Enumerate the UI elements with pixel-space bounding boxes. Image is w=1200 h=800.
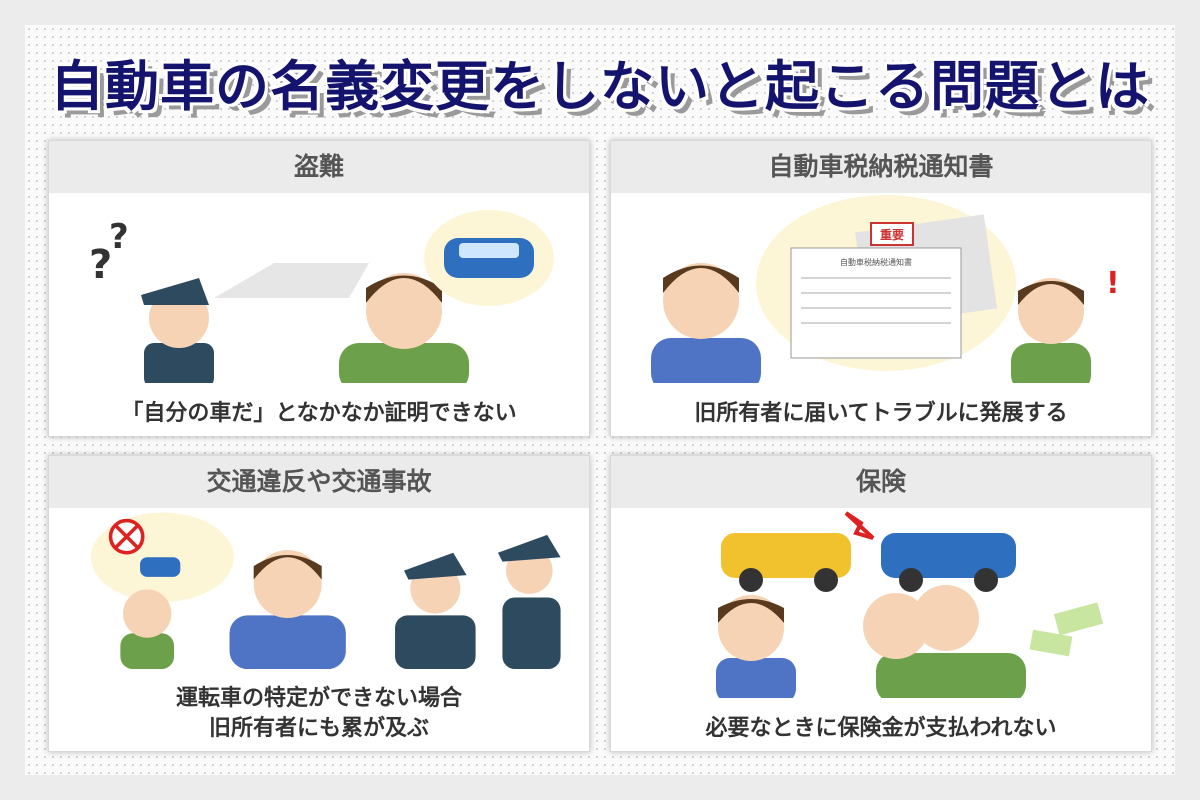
traffic-illustration <box>90 512 561 670</box>
panel-caption: 旧所有者に届いてトラブルに発展する <box>694 401 1068 426</box>
document-title: 自動車税納税通知書 <box>840 257 912 267</box>
blue-car-icon <box>444 238 534 278</box>
panel-tax-notice: 自動車税納税通知書 自動車税納税通知書 重要 ! 旧所有者に届いてトラブルに発展… <box>610 140 1152 437</box>
police-officer-figure <box>497 534 561 670</box>
money-bills-icon <box>1029 602 1104 657</box>
page-title: 自動車の名義変更をしないと起こる問題とは <box>50 55 1150 118</box>
empty-parking-spot <box>214 263 369 298</box>
panel-caption-line-1: 運転車の特定ができない場合 <box>175 686 462 711</box>
panel-caption-line-2: 旧所有者にも累が及ぶ <box>208 716 429 741</box>
worried-man-figure <box>339 273 469 383</box>
crash-icon <box>844 511 875 540</box>
panel-insurance: 保険 必要なときに保険金が支払われない <box>610 455 1152 752</box>
police-officer-figure <box>141 278 214 383</box>
insurance-illustration <box>716 511 1104 698</box>
panel-heading: 保険 <box>611 456 1151 508</box>
panel-caption: 必要なときに保険金が支払われない <box>705 716 1057 741</box>
police-officer-pointing-figure <box>395 552 476 670</box>
blue-car-icon <box>140 557 181 577</box>
important-stamp <box>870 222 914 246</box>
exclamation-icon: ! <box>1106 266 1120 301</box>
tax-notice-illustration: 自動車税納税通知書 重要 ! <box>651 195 1120 383</box>
no-entry-sign-icon <box>108 518 145 555</box>
stamp-text: 重要 <box>880 227 904 242</box>
worried-boy-figure <box>120 589 175 670</box>
surprised-man-figure <box>1011 278 1091 383</box>
panel-heading: 交通違反や交通事故 <box>49 456 589 508</box>
panel-heading: 盗難 <box>49 141 589 193</box>
blue-car-icon <box>881 533 1016 592</box>
frowning-man-figure <box>651 263 761 383</box>
panel-heading: 自動車税納税通知書 <box>611 141 1151 193</box>
panel-caption: 「自分の車だ」となかなか証明できない <box>121 401 517 426</box>
crying-man-figure <box>229 550 346 670</box>
question-mark-icon: ? <box>89 242 112 288</box>
upset-men-figure <box>863 585 1026 698</box>
panel-theft: 盗難 ? ? 「自分の車だ」となかなか証明できない <box>48 140 590 437</box>
theft-illustration: ? ? <box>89 210 554 383</box>
question-mark-icon: ? <box>109 217 129 257</box>
yellow-car-icon <box>721 533 851 592</box>
thinking-man-figure <box>716 595 796 698</box>
tax-notice-document <box>790 247 962 359</box>
panel-traffic: 交通違反や交通事故 運転車の特定ができない場合 旧所有者にも累が及ぶ <box>48 455 590 752</box>
